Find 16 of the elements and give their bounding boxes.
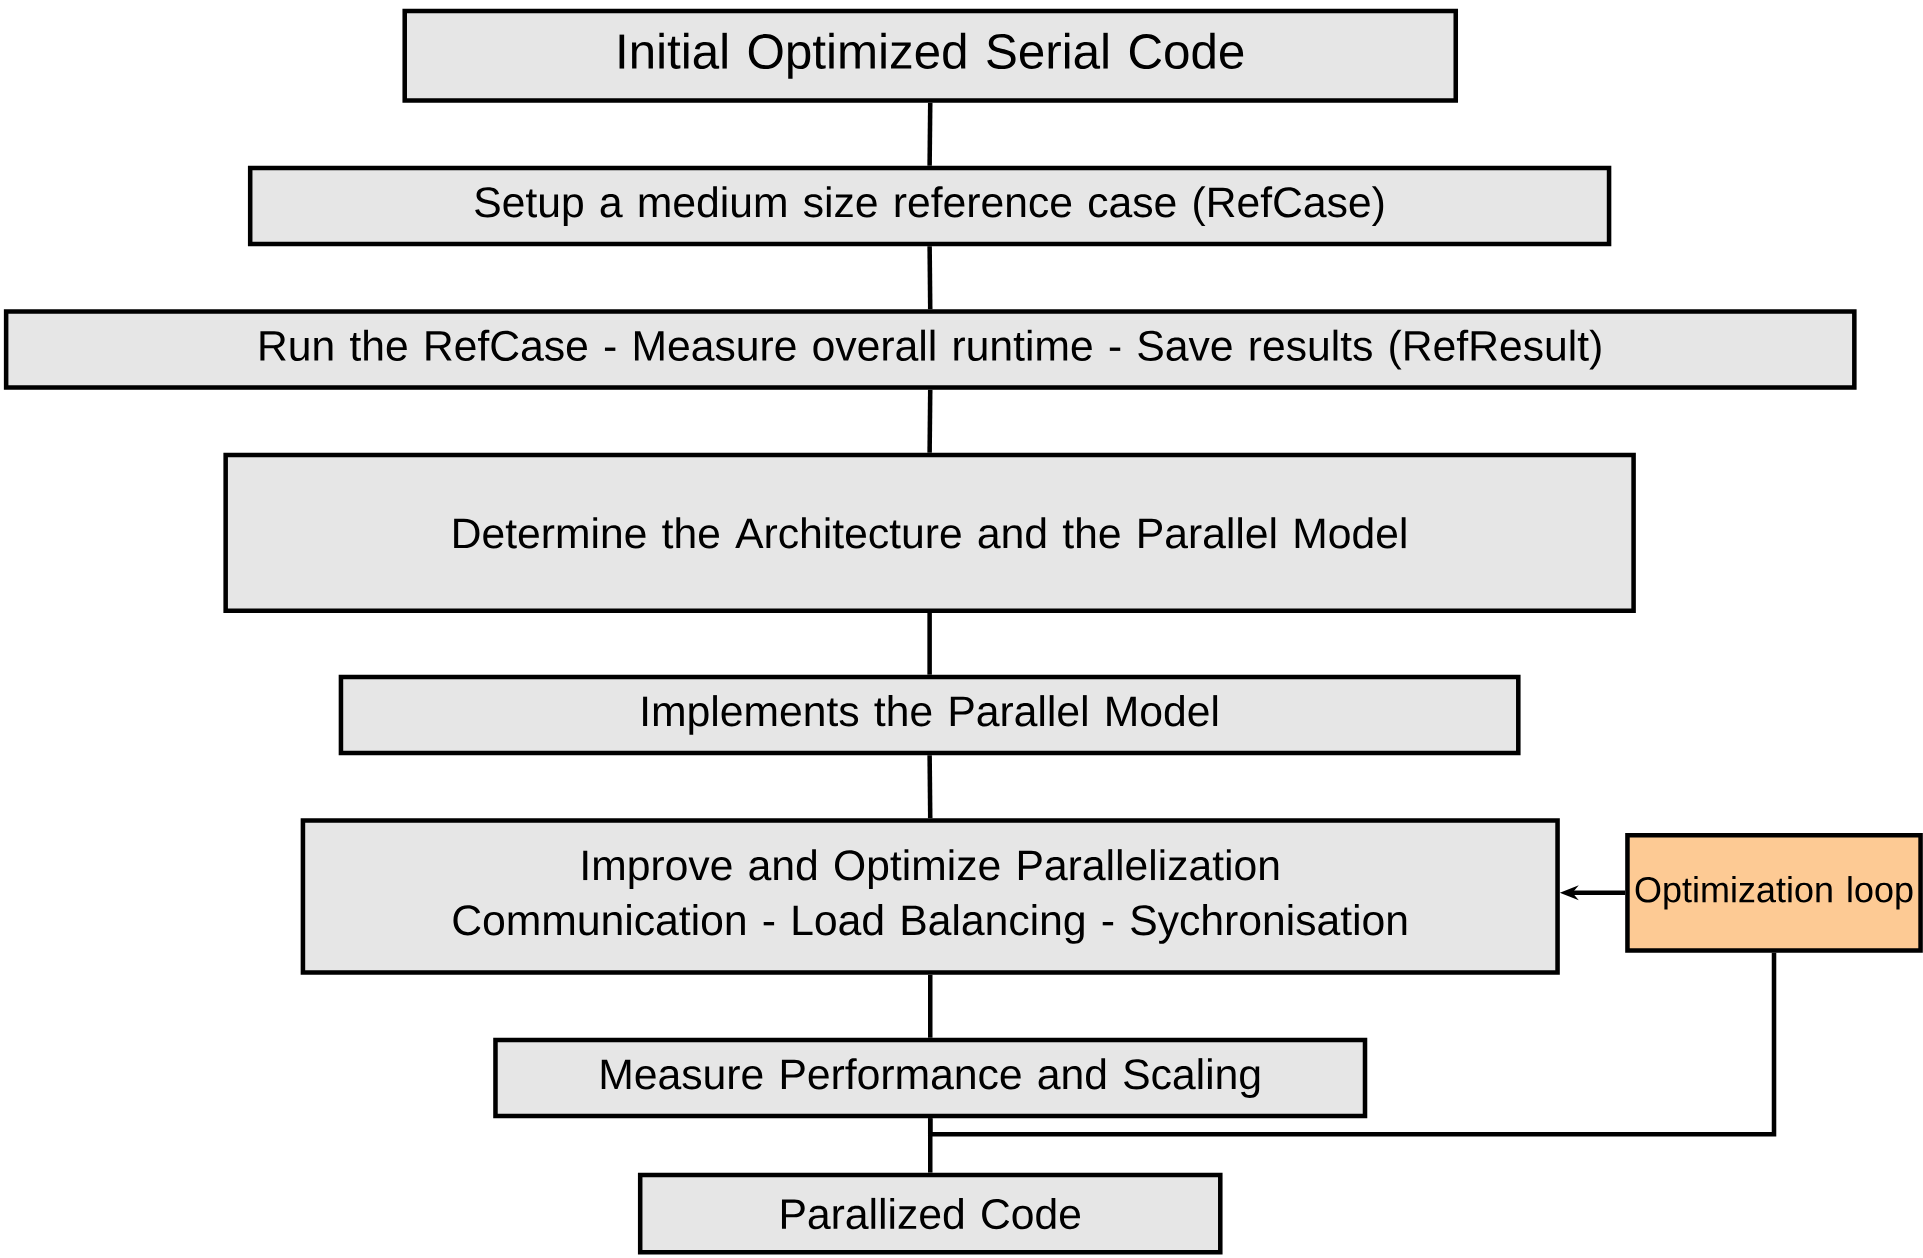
connector <box>927 102 933 166</box>
process-box: Implements the Parallel Model <box>338 674 1521 756</box>
process-box: Optimization loop <box>1625 832 1923 953</box>
process-box: Determine the Architecture and the Parallel Model <box>223 452 1636 613</box>
process-box: Setup a medium size reference case (RefCase) <box>247 165 1612 247</box>
process-box: Measure Performance and Scaling <box>493 1037 1368 1119</box>
connector <box>927 952 1777 1137</box>
process-box: Initial Optimized Serial Code <box>402 8 1459 103</box>
connector <box>927 246 933 310</box>
process-box: Parallized Code <box>637 1172 1223 1255</box>
process-box: Run the RefCase - Measure overall runtime - Save results (RefResult) <box>3 309 1857 390</box>
process-box: Improve and Optimize Parallelization Communication - Load Balancing - Sychronisation <box>300 818 1560 975</box>
connector <box>927 389 933 453</box>
connector <box>927 974 933 1038</box>
connector <box>927 612 932 675</box>
connector <box>927 755 933 819</box>
